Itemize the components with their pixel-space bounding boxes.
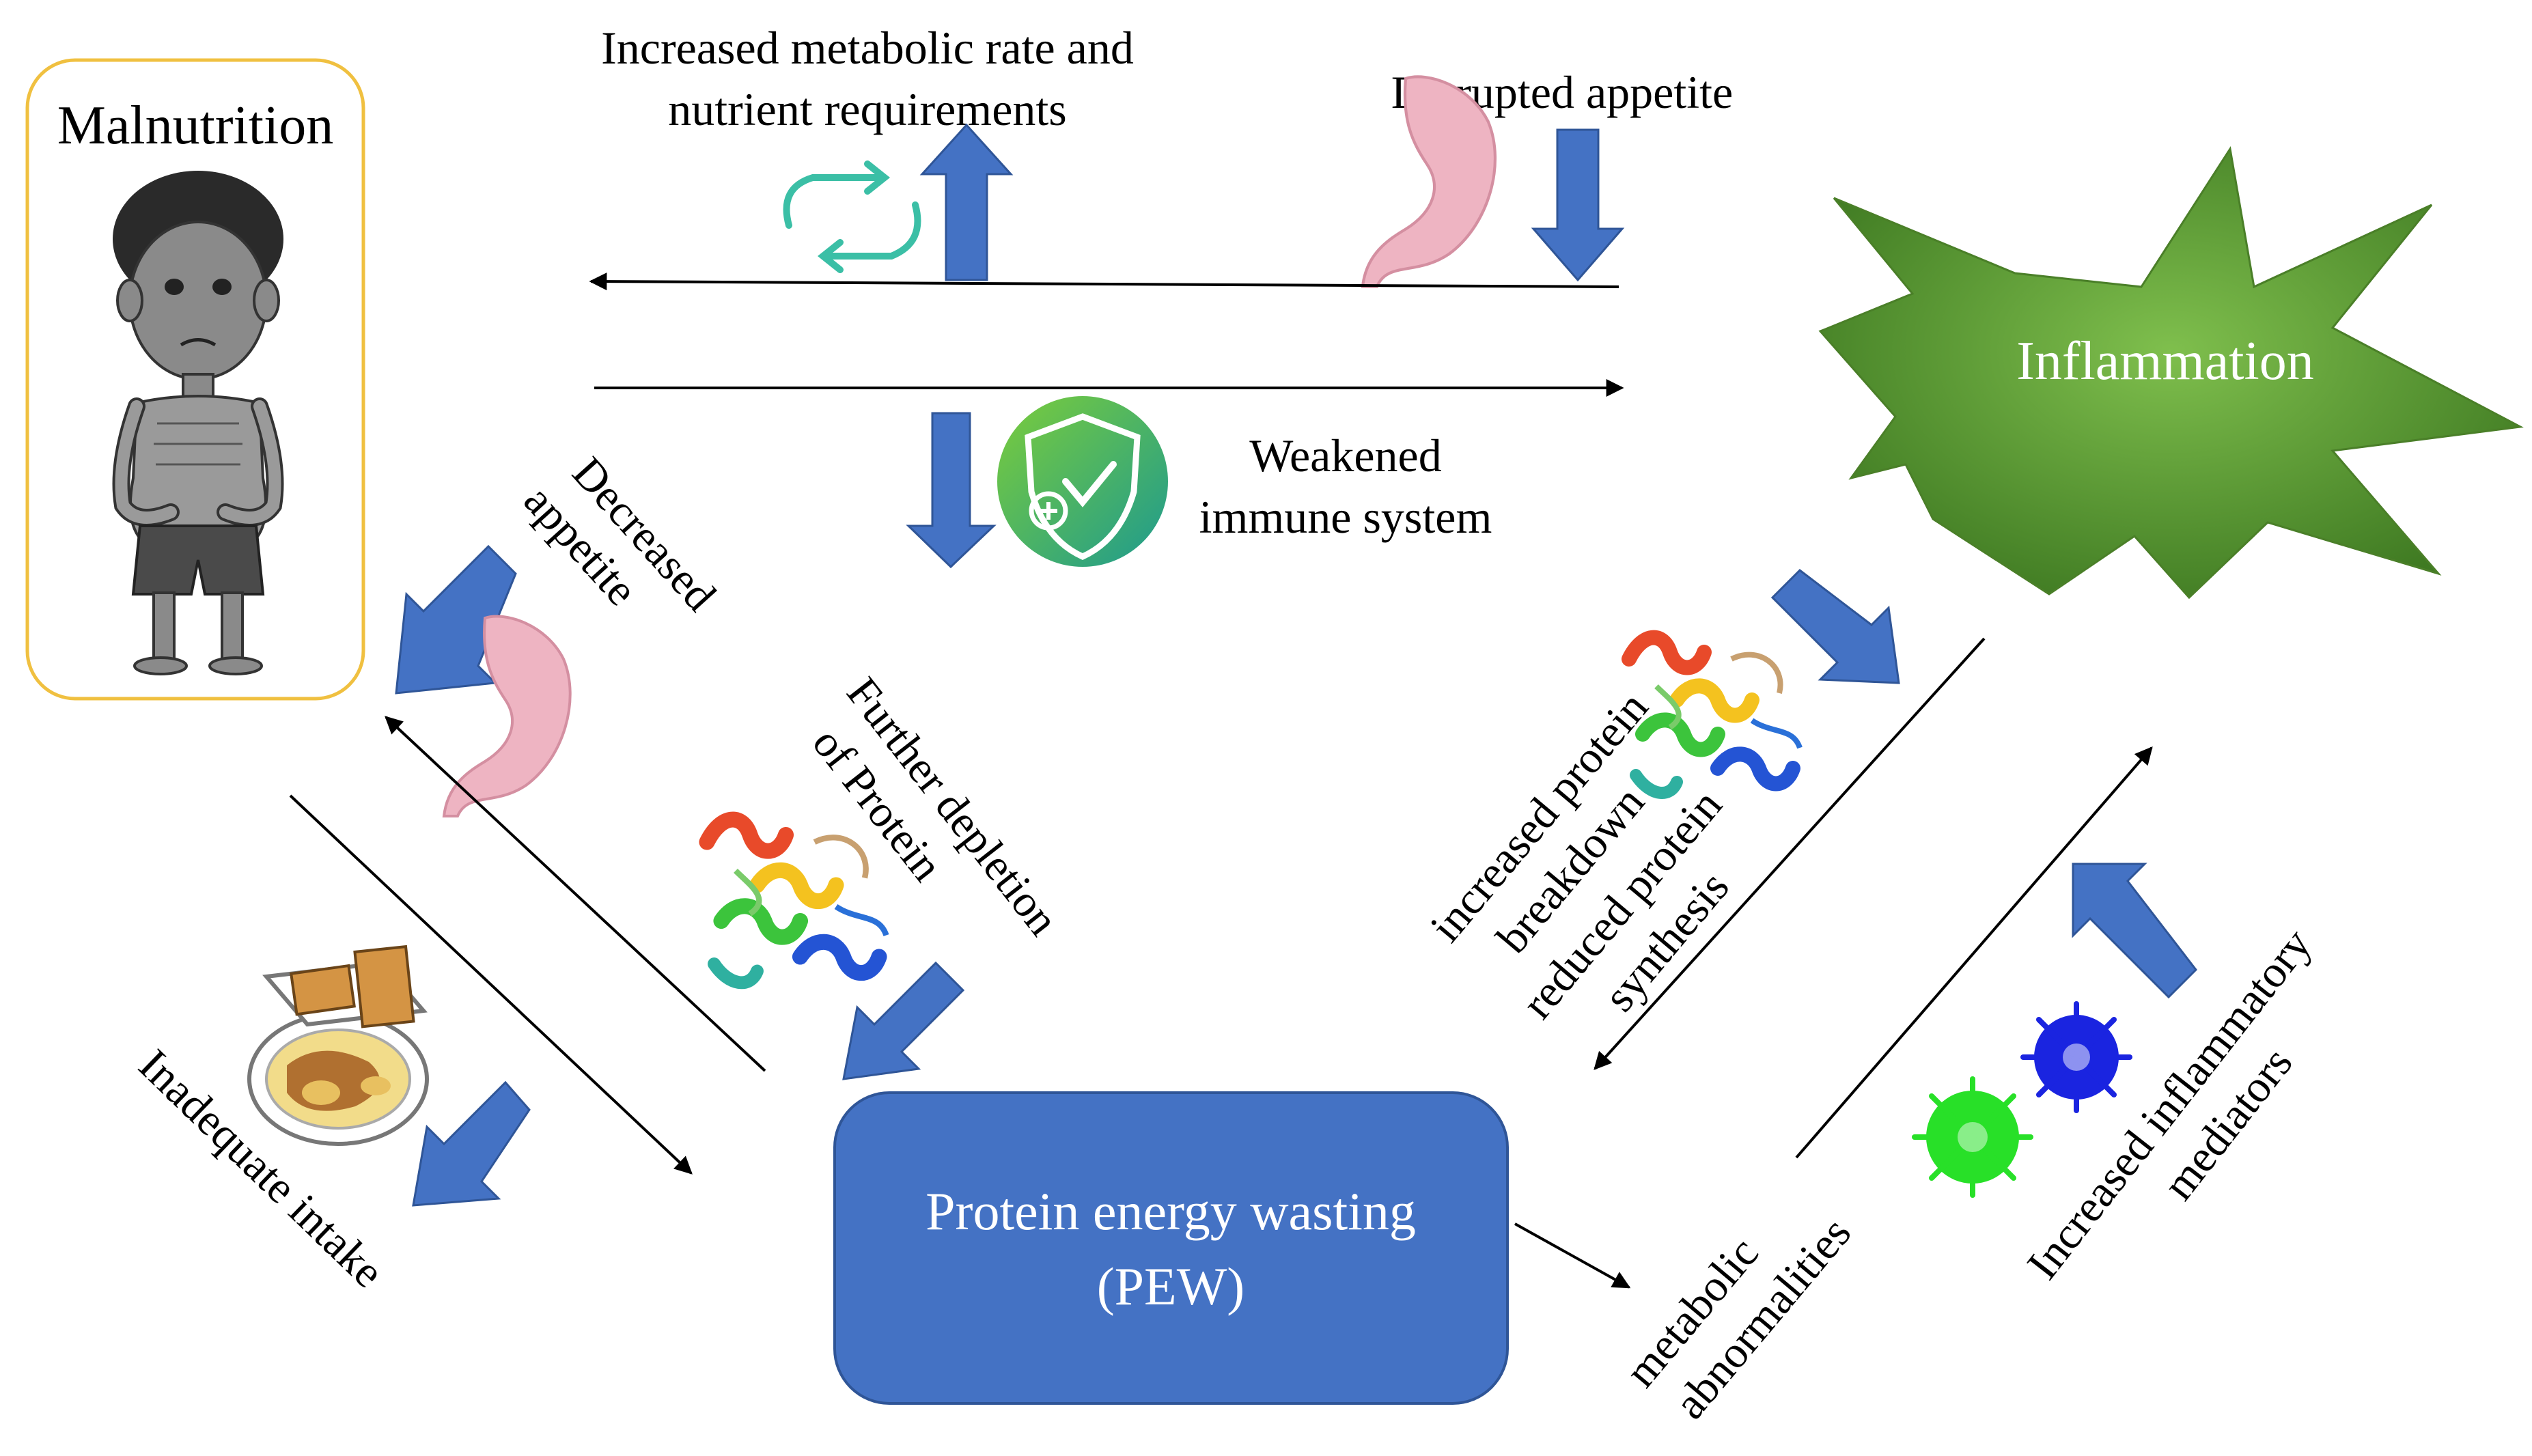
label-metabolic-rate-line1: Increased metabolic rate and [601, 22, 1134, 74]
shield-icon [997, 396, 1168, 567]
inflammation-label: Inflammation [2016, 331, 2313, 391]
protein-structure-icon-left [707, 820, 887, 983]
decrease-down-arrow-icon [1531, 128, 1625, 282]
arrow-inflammation-to-pew [1594, 637, 1986, 1070]
breakdown-arrow-icon [1770, 569, 1900, 684]
label-metabolic-rate-line2: nutrient requirements [668, 83, 1066, 135]
cycle-icon [783, 160, 921, 273]
further-depletion-arrow-icon [842, 961, 965, 1080]
stomach-icon-top [1363, 76, 1495, 286]
pew-node: Protein energy wasting (PEW) [833, 1091, 1509, 1405]
decreased-appetite-arrow-icon [395, 544, 517, 695]
mediator-particle-blue-icon [2020, 1001, 2132, 1113]
malnutrition-node: Malnutrition [25, 58, 365, 701]
increase-up-arrow-icon [919, 123, 1014, 281]
label-weakened-line2: immune system [1199, 491, 1492, 543]
arrow-pew-to-malnutrition [385, 716, 766, 1072]
label-weakened-line1: Weakened [1249, 430, 1441, 481]
inflammation-starburst [1818, 145, 2524, 600]
mediator-particle-green-icon [1912, 1076, 2033, 1198]
pew-label-line1: Protein energy wasting [926, 1181, 1416, 1241]
pew-label-line2: (PEW) [1097, 1257, 1245, 1316]
mediators-up-arrow-icon [2072, 863, 2197, 999]
inflammation-node: Inflammation [1818, 145, 2524, 600]
arrow-metabolic-to-inflammation [1795, 746, 2153, 1159]
malnourished-child-illustration [112, 171, 284, 675]
metabolic-abnormalities-label-group: metabolic abnormalities [1615, 1208, 1861, 1428]
malnutrition-label: Malnutrition [57, 96, 333, 156]
inadequate-intake-arrow-icon [412, 1080, 531, 1207]
arrow-pew-to-metabolic [1514, 1222, 1631, 1289]
pew-box [833, 1091, 1509, 1405]
food-plate-icon [247, 944, 429, 1146]
weakened-down-arrow-icon [906, 412, 997, 569]
arrow-inflammation-to-malnutrition [589, 272, 1619, 291]
arrow-malnutrition-to-pew [289, 794, 693, 1175]
